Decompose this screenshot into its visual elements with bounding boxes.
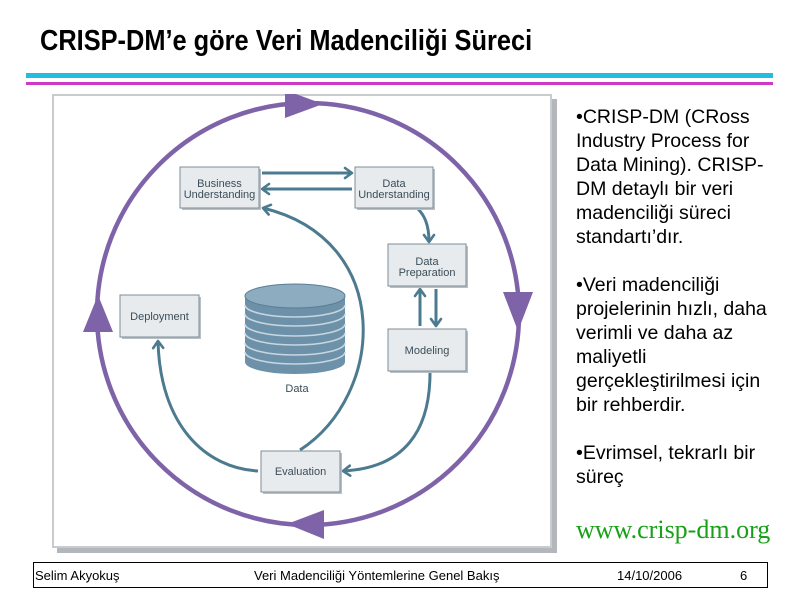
- bullet-list: •CRISP-DM (CRoss Industry Process for Da…: [576, 105, 767, 489]
- arrow-evaluation-to-deployment: [151, 339, 259, 473]
- node-label: Evaluation: [275, 466, 326, 478]
- node-box: [354, 166, 434, 209]
- data-store-disc-edge: [244, 351, 346, 365]
- node-box: [387, 328, 467, 372]
- footer-date: 14/10/2006: [617, 568, 683, 583]
- node-box: [260, 450, 341, 493]
- bullet-line: bir rehberdir.: [576, 394, 686, 416]
- node-box: [119, 294, 200, 338]
- node-modeling: Modeling: [387, 328, 468, 373]
- node-label: Data: [415, 256, 439, 268]
- title-rule-magenta: [26, 82, 773, 85]
- bullet-line: •Veri madenciliği: [576, 274, 720, 296]
- data-store-disc-edge: [244, 323, 346, 337]
- bullet-line: DM detaylı bir veri: [576, 178, 734, 200]
- node-box: [179, 166, 260, 209]
- node-box: [387, 243, 467, 287]
- node-label: Preparation: [399, 267, 456, 279]
- arrow-modeling-to-evaluation: [341, 372, 432, 477]
- bullet-line: madenciliği süreci: [576, 202, 731, 224]
- bullet-line: projelerinin hızlı, daha: [576, 298, 767, 320]
- bullet-line: standartı’dır.: [576, 226, 684, 248]
- bullet-line: gerçekleştirilmesi için: [576, 370, 761, 392]
- node-label: Understanding: [358, 189, 430, 201]
- node-label: Business: [197, 178, 242, 190]
- crisp-dm-diagram: Business Understanding Data Understandin…: [83, 94, 533, 539]
- cycle-arrowhead-right: [503, 292, 533, 331]
- bullet-line: Industry Process for: [576, 130, 750, 152]
- bullet-line: •Evrimsel, tekrarlı bir: [576, 442, 756, 464]
- arrow-evaluation-to-business: [261, 203, 365, 452]
- node-label: Modeling: [405, 345, 450, 357]
- node-deployment: Deployment: [119, 294, 201, 339]
- cycle-arrowhead-left: [83, 295, 113, 332]
- node-evaluation: Evaluation: [260, 450, 342, 494]
- data-store-label: Data: [285, 383, 309, 395]
- bullet-item: •Veri madenciliği projelerinin hızlı, da…: [576, 273, 767, 417]
- footer-presentation-title: Veri Madenciliği Yöntemlerine Genel Bakı…: [254, 568, 500, 583]
- node-label: Understanding: [184, 189, 256, 201]
- node-data-understanding: Data Understanding: [354, 166, 435, 210]
- data-store-top: [244, 283, 346, 309]
- node-label: Deployment: [130, 311, 189, 323]
- bullet-line: Data Mining). CRISP-: [576, 154, 764, 176]
- data-store-disc-edge: [244, 313, 346, 327]
- bullet-line: verimli ve daha az: [576, 322, 734, 344]
- data-store-disc-edge: [244, 342, 346, 356]
- bullet-line: maliyetli: [576, 346, 647, 368]
- bullet-item: •Evrimsel, tekrarlı bir süreç: [576, 441, 767, 489]
- cycle-arrowhead-bottom: [287, 510, 324, 539]
- bullet-item: •CRISP-DM (CRoss Industry Process for Da…: [576, 105, 767, 249]
- node-business-understanding: Business Understanding: [179, 166, 261, 210]
- cycle-arrowhead-top: [285, 94, 323, 118]
- data-store-disc-edge: [244, 332, 346, 346]
- arrow-data-understanding-to-preparation: [416, 207, 436, 244]
- slide-footer: Selim Akyokuş Veri Madenciliği Yöntemler…: [33, 562, 768, 588]
- data-store-disc-edge: [244, 304, 346, 318]
- crisp-dm-website-link[interactable]: www.crisp-dm.org: [576, 515, 771, 544]
- bullet-line: süreç: [576, 466, 624, 488]
- footer-author: Selim Akyokuş: [35, 568, 120, 583]
- bullet-line: •CRISP-DM (CRoss: [576, 106, 750, 128]
- data-store-cylinder: [244, 283, 346, 374]
- title-rule-cyan: [26, 73, 773, 78]
- slide-title: CRISP-DM’e göre Veri Madenciliği Süreci: [40, 25, 533, 57]
- node-label: Data: [382, 178, 406, 190]
- data-store-base: [245, 350, 345, 374]
- footer-page-number: 6: [740, 568, 748, 583]
- node-data-preparation: Data Preparation: [387, 243, 468, 288]
